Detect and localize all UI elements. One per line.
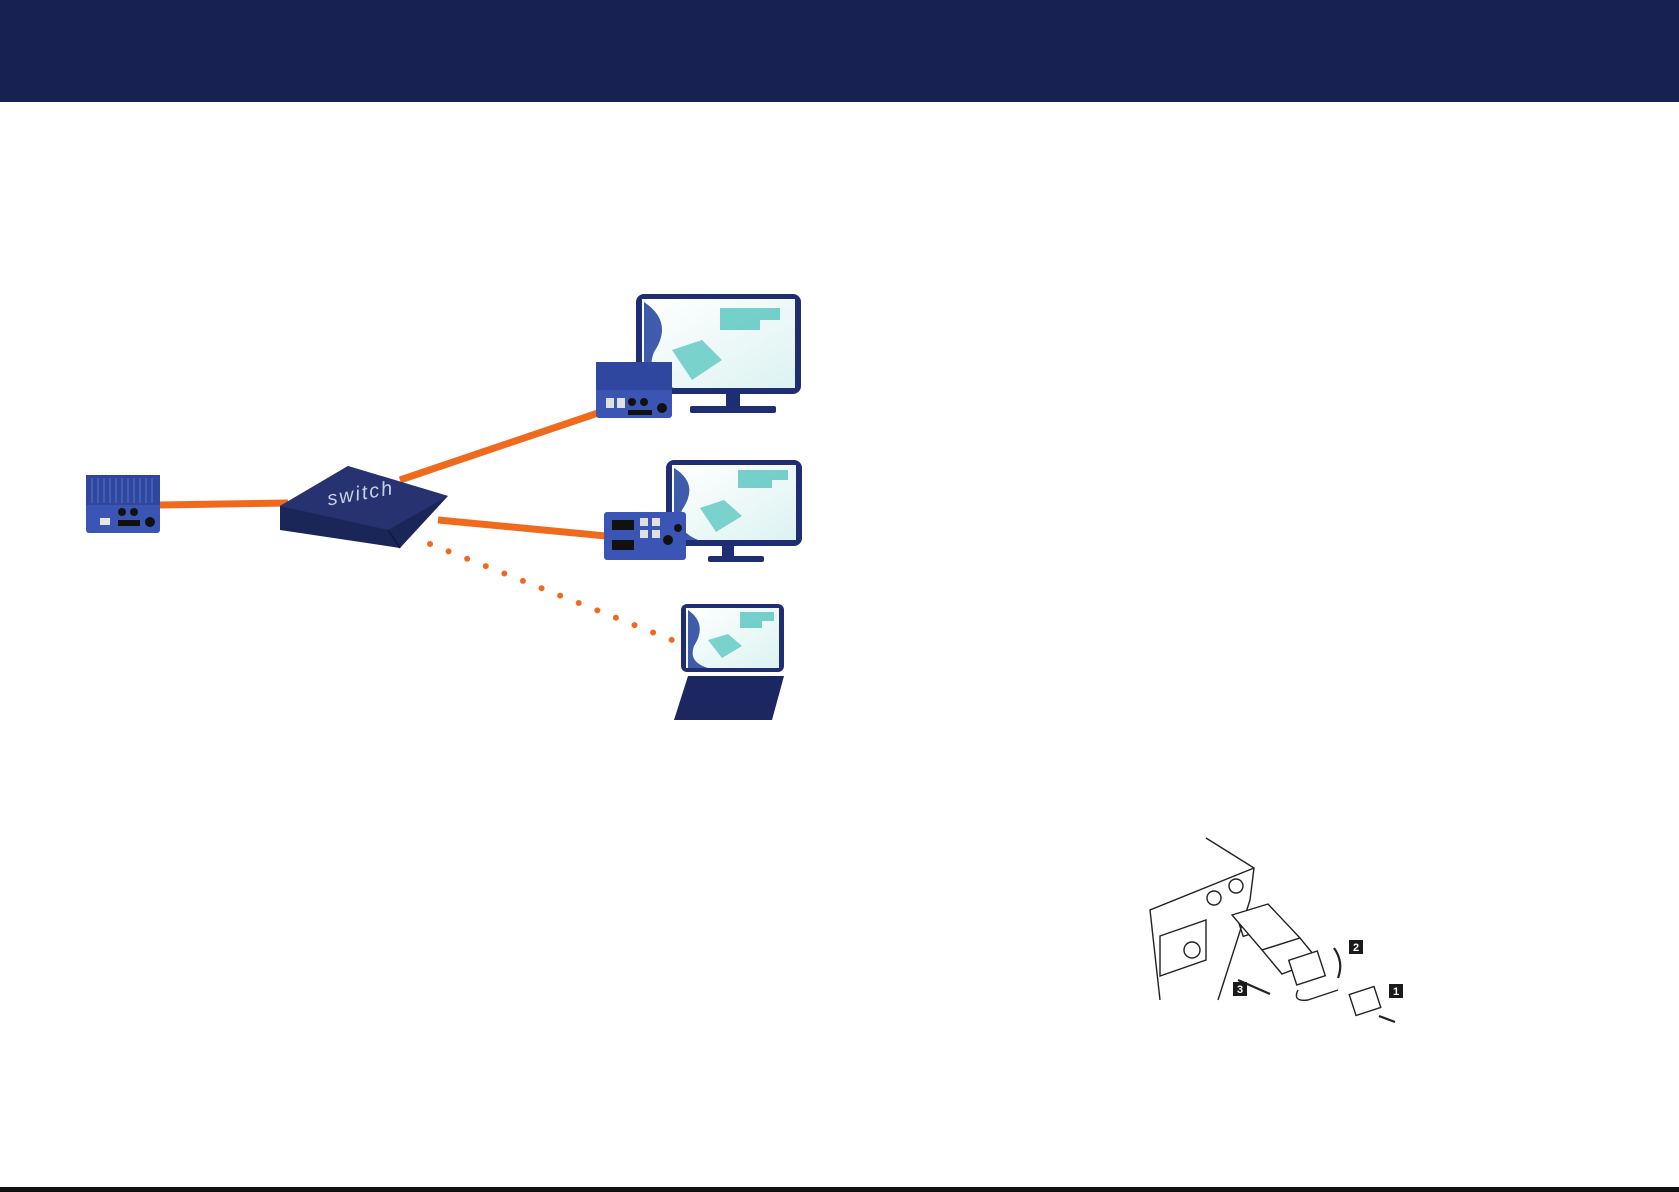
sfp-module-icon [1232, 904, 1338, 1000]
bottom-rule [0, 1187, 1679, 1192]
step-2-label: 2 [1353, 942, 1359, 954]
step-1-label: 1 [1393, 986, 1399, 998]
step-3-label: 3 [1237, 984, 1243, 996]
dust-cap-icon [1349, 987, 1381, 1016]
